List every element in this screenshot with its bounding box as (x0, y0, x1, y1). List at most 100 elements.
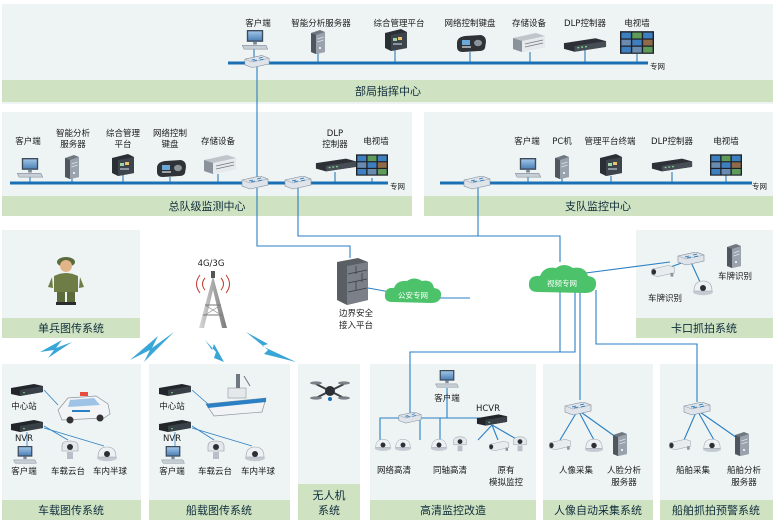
ship-label-nvr: NVR (163, 434, 181, 444)
kakou-label-a: 车牌识别 (718, 271, 752, 282)
top-label-client: 客户端 (245, 18, 271, 29)
ship-boat-icon (205, 374, 267, 417)
firewall-label-1: 边界安全 (339, 308, 374, 319)
mr-pc-icon (554, 155, 570, 179)
boat-label-server-2: 服务器 (731, 477, 757, 488)
ship-devices (159, 374, 267, 464)
face-label-server-1: 人脸分析 (607, 465, 642, 476)
ship-labels: 中心站 NVR 客户端 车载云台 车内半球 船载图传系统 (159, 401, 275, 517)
panel-top (2, 4, 773, 104)
ship-label-center: 中心站 (159, 401, 185, 412)
mr-label-pc: PC机 (552, 136, 572, 147)
ml-label-analysis-1: 智能分析 (56, 128, 91, 139)
hd-section-title: 高清监控改造 (420, 503, 486, 517)
top-label-dlp: DLP控制器 (564, 18, 606, 29)
hd-label-analog-2: 模拟监控 (489, 477, 524, 488)
police-cloud-label: 公安专网 (398, 290, 428, 300)
video-cloud-label: 视频专网 (547, 278, 577, 288)
top-analysis-server-icon (310, 30, 326, 54)
vehicle-label-ptz: 车载云台 (51, 466, 85, 477)
ml-net-label: 专网 (390, 181, 405, 191)
boat-server-icon (734, 432, 750, 456)
hd-label-client: 客户端 (434, 393, 460, 404)
firewall-label-2: 接入平台 (339, 320, 373, 331)
boat-labels: 船舶采集 船舶分析 服务器 船舶抓拍预警系统 (672, 465, 761, 517)
face-section-title: 人像自动采集系统 (554, 503, 642, 517)
kakou-server-icon (726, 244, 742, 268)
mr-label-client: 客户端 (514, 136, 540, 147)
ml-keyboard-icon (157, 160, 186, 177)
mr-label-terminal: 管理平台终端 (584, 136, 636, 147)
top-label-analysis: 智能分析服务器 (291, 18, 351, 29)
hd-labels: 客户端 HCVR 网络高清 同轴高清 原有 模拟监控 高清监控改造 (377, 393, 524, 517)
hd-label-coax: 同轴高清 (433, 465, 468, 476)
hd-label-hcvr: HCVR (476, 404, 500, 414)
soldier-icon (48, 257, 84, 305)
top-label-keyboard: 网络控制键盘 (444, 18, 496, 29)
face-server-icon (612, 432, 628, 456)
kakou-section-title: 卡口抓拍系统 (671, 321, 737, 335)
firewall-icon (337, 258, 391, 305)
top-label-tvwall: 电视墙 (624, 18, 650, 29)
top-bus (228, 48, 648, 68)
ship-label-ptz: 车载云台 (198, 466, 232, 477)
mr-tvwall-icon (710, 154, 742, 176)
top-label-storage: 存储设备 (512, 18, 547, 29)
ml-label-platform-1: 综合管理 (106, 128, 141, 139)
mr-net-label: 专网 (752, 181, 767, 191)
vehicle-car-icon (57, 392, 111, 424)
boat-label-capture: 船舶采集 (676, 465, 711, 476)
ml-label-dlp-1: DLP (327, 129, 343, 139)
vehicle-label-dome: 车内半球 (93, 466, 128, 477)
video-cloud-icon (528, 265, 597, 293)
ml-label-keyboard-1: 网络控制 (153, 128, 187, 139)
police-cloud-icon (384, 278, 442, 303)
mid-right-bus (440, 172, 752, 190)
hd-label-analog-1: 原有 (497, 465, 514, 476)
tower-label: 4G/3G (198, 259, 225, 269)
vehicle-labels: 中心站 NVR 客户端 车载云台 车内半球 车载图传系统 (11, 401, 127, 517)
hd-label-network: 网络高清 (377, 465, 412, 476)
vehicle-label-nvr: NVR (15, 434, 33, 444)
top-section-title: 部局指挥中心 (355, 84, 421, 98)
ml-label-analysis-2: 服务器 (60, 139, 86, 150)
vehicle-label-client: 客户端 (11, 466, 37, 477)
mid-left-labels: 客户端 智能分析 服务器 综合管理 平台 网络控制 键盘 存储设备 DLP 控制… (15, 128, 405, 213)
face-label-capture: 人像采集 (559, 465, 594, 476)
top-keyboard-icon (457, 35, 486, 52)
face-labels: 人像采集 人脸分析 服务器 人像自动采集系统 (554, 465, 642, 517)
boat-section-title: 船舶抓拍预警系统 (672, 503, 760, 517)
top-device-labels: 客户端 智能分析服务器 综合管理平台 网络控制键盘 存储设备 DLP控制器 电视… (245, 18, 665, 98)
tower-icon (196, 271, 230, 328)
ship-label-dome: 车内半球 (241, 466, 276, 477)
ml-platform-icon (112, 154, 134, 176)
ml-label-tvwall: 电视墙 (363, 136, 389, 147)
bolt-icons (40, 332, 296, 362)
ml-section-title: 总队级监测中心 (169, 199, 246, 213)
boat-label-server-1: 船舶分析 (727, 465, 762, 476)
kakou-label-b: 车牌识别 (648, 293, 682, 304)
ship-label-client: 客户端 (159, 466, 185, 477)
soldier-section-title: 单兵图传系统 (38, 322, 104, 335)
ml-label-platform-2: 平台 (114, 139, 131, 150)
drone-icon (310, 381, 350, 401)
ml-analysis-server-icon (64, 155, 80, 179)
top-net-label: 专网 (650, 61, 665, 71)
ml-tvwall-icon (356, 154, 388, 176)
vehicle-devices (11, 384, 118, 464)
ml-label-storage: 存储设备 (201, 136, 236, 147)
mid-left-bus (10, 172, 388, 190)
vehicle-section-title: 车载图传系统 (38, 503, 104, 517)
mr-label-tvwall: 电视墙 (713, 136, 739, 147)
drone-section-title-1: 无人机 (313, 488, 346, 502)
drone-section-title-2: 系统 (318, 504, 340, 517)
ml-label-dlp-2: 控制器 (322, 139, 348, 150)
face-label-server-2: 服务器 (611, 477, 637, 488)
top-platform-icon (385, 29, 407, 51)
ml-label-keyboard-2: 键盘 (161, 139, 179, 150)
vehicle-label-center: 中心站 (11, 401, 37, 412)
mr-terminal-icon (600, 154, 622, 176)
top-tvwall-icon (620, 31, 654, 54)
